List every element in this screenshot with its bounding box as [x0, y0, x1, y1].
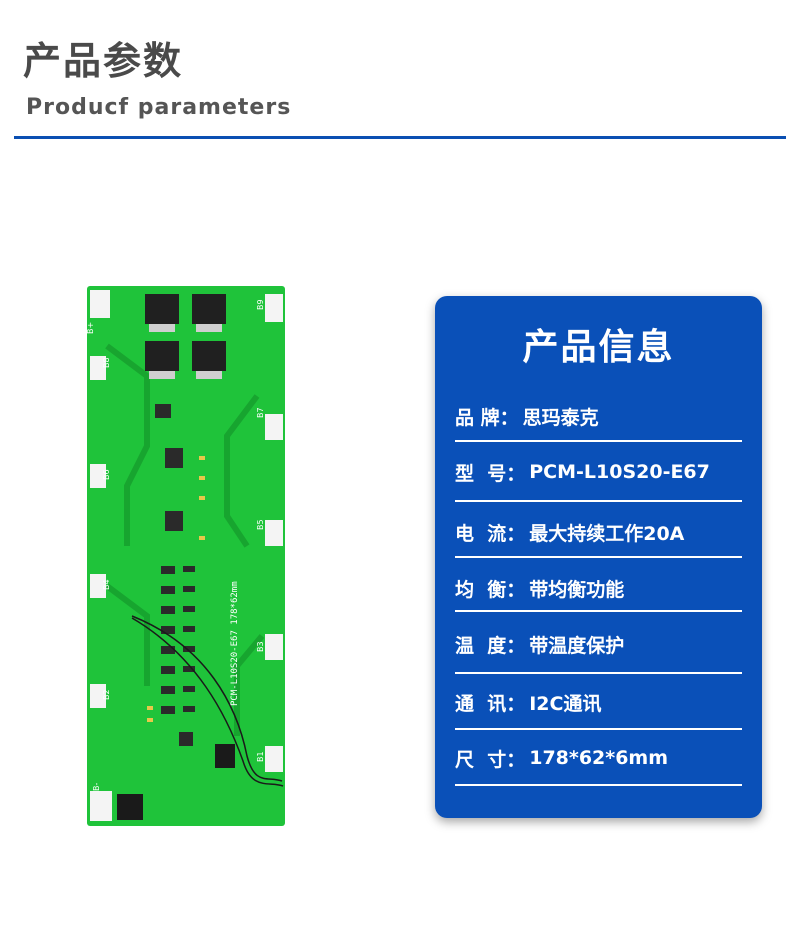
pcb-pad	[265, 414, 283, 440]
info-label: 温 度：	[455, 634, 526, 657]
info-value: 最大持续工作20A	[529, 522, 685, 545]
pcb-pad-label: B+	[87, 322, 95, 334]
info-row-size: 尺 寸： 178*62*6mm	[455, 730, 742, 786]
pcb-pad	[265, 634, 283, 660]
info-value: 思玛泰克	[522, 406, 599, 429]
pcb-pad	[90, 290, 110, 318]
pcb-silk-text: PCM-L10S20-E67 178*62mm	[230, 581, 240, 706]
pcb-pad	[90, 791, 112, 821]
page-title: 产品参数	[23, 39, 184, 83]
pcb-pad-label: B4	[102, 579, 111, 590]
info-row-communication: 通 讯： I2C通讯	[455, 674, 742, 730]
info-value: 178*62*6mm	[529, 747, 669, 769]
pcb-pad-label: B7	[256, 407, 265, 418]
info-value: 带温度保护	[529, 634, 625, 657]
info-row-model: 型 号： PCM-L10S20-E67	[455, 444, 742, 500]
pcb-pad-label: B8	[102, 357, 111, 368]
row-divider	[455, 728, 742, 730]
pcb-pad-label: B6	[102, 469, 111, 480]
info-row-current: 电 流： 最大持续工作20A	[455, 504, 742, 560]
row-divider	[455, 556, 742, 558]
pcb-pad-label: B-	[92, 783, 101, 791]
row-divider	[455, 784, 742, 786]
pcb-pad-label: B5	[256, 519, 265, 530]
row-divider	[455, 610, 742, 612]
info-row-brand: 品 牌： 思玛泰克	[455, 388, 742, 444]
row-divider	[455, 672, 742, 674]
pcb-pad	[90, 684, 106, 708]
product-info-card: 产品信息 品 牌： 思玛泰克 型 号： PCM-L10S20-E67 电 流： …	[435, 296, 762, 818]
pcb-pad	[265, 294, 283, 322]
pcb-pad	[90, 464, 106, 488]
info-label: 品 牌：	[455, 406, 519, 429]
info-value: I2C通讯	[529, 692, 602, 715]
info-label: 尺 寸：	[455, 748, 526, 771]
info-label: 电 流：	[455, 522, 526, 545]
pcb-pad-label: B2	[102, 689, 111, 700]
card-title: 产品信息	[522, 327, 675, 368]
info-label: 均 衡：	[455, 578, 526, 601]
pcb-pad-label: B9	[256, 299, 265, 310]
info-value: PCM-L10S20-E67	[529, 461, 710, 483]
pcb-pad	[90, 574, 106, 598]
pcb-pad-label: B1	[256, 751, 265, 762]
row-divider	[455, 500, 742, 502]
info-label: 通 讯：	[455, 692, 526, 715]
pcb-pad	[90, 356, 106, 380]
row-divider	[455, 440, 742, 442]
info-row-temperature: 温 度： 带温度保护	[455, 616, 742, 672]
header-divider	[14, 136, 786, 139]
info-label: 型 号：	[455, 462, 526, 485]
info-row-balance: 均 衡： 带均衡功能	[455, 560, 742, 616]
pcb-pad-label: B3	[256, 641, 265, 652]
info-value: 带均衡功能	[529, 578, 625, 601]
pcb-board-image: PCM-L10S20-E67 178*62mm B+ B8 B9 B7 B6 B…	[87, 286, 285, 826]
pcb-pad	[265, 520, 283, 546]
page-subtitle: Producf parameters	[26, 95, 292, 120]
pcb-pad	[265, 746, 283, 772]
